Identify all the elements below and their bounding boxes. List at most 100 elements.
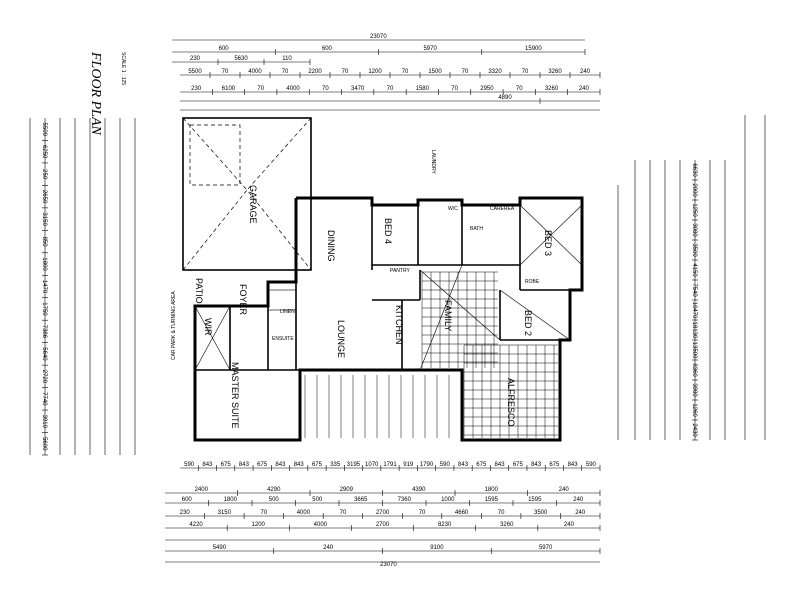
dim-label: 1790 — [420, 462, 434, 468]
dim-label: 4150 — [691, 263, 697, 277]
dim-label: 5490 — [213, 545, 227, 551]
room-bath: BATH — [470, 226, 483, 232]
dim-label: 13500 — [691, 342, 697, 359]
dim-label: 230 — [190, 56, 201, 62]
dim-label: 590 — [440, 462, 451, 468]
dim-label: 590 — [184, 462, 195, 468]
room-linen: LINEN — [280, 309, 295, 315]
dim-label: 4890 — [498, 95, 512, 101]
dim-label: 9100 — [430, 545, 444, 551]
dim-label: 70 — [419, 510, 426, 516]
dim-label: 843 — [495, 462, 506, 468]
dim-label: 843 — [239, 462, 250, 468]
dim-label: 70 — [261, 510, 268, 516]
dim-label: 5970 — [423, 46, 437, 52]
dim-label: 843 — [202, 462, 213, 468]
dim-label: 2950 — [480, 86, 494, 92]
dim-label: 3320 — [488, 69, 502, 75]
dim-label: 4000 — [314, 522, 328, 528]
dim-label: 5600 — [41, 437, 47, 451]
dim-label: 4660 — [455, 510, 469, 516]
dim-label: 1260 — [691, 403, 697, 417]
dim-label: 6100 — [222, 86, 236, 92]
plan-title: FLOOR PLAN — [88, 51, 103, 136]
dim-label: 3500 — [691, 243, 697, 257]
dim-label: 18130 — [691, 322, 697, 339]
dim-label: 2700 — [376, 522, 390, 528]
dim-label: 15900 — [525, 46, 542, 52]
dim-label: 7540 — [691, 283, 697, 297]
dim-label: 70 — [322, 86, 329, 92]
dim-label: 675 — [312, 462, 323, 468]
dim-label: 240 — [573, 497, 584, 503]
dim-label: 3260 — [500, 522, 514, 528]
room-pantry: PANTRY — [390, 268, 410, 274]
plan-title-block: FLOOR PLAN SCALE 1 : 125 — [88, 51, 126, 136]
building-walls — [182, 117, 584, 442]
dim-label: 6250 — [41, 145, 47, 159]
room-lounge: LOUNGE — [336, 320, 346, 358]
room-wc: W/C — [448, 206, 458, 212]
top-overall-dim: 23070 — [370, 34, 387, 40]
room-wir: WIR — [203, 318, 213, 336]
dim-label: 8360 — [691, 363, 697, 377]
dim-label: 7386 — [41, 325, 47, 339]
dim-label: 843 — [568, 462, 579, 468]
dim-label: 240 — [575, 510, 586, 516]
dim-label: 70 — [522, 69, 529, 75]
dim-label: 500 — [269, 497, 280, 503]
dim-label: 1800 — [41, 257, 47, 271]
dim-label: 240 — [580, 69, 591, 75]
dim-label: 70 — [451, 86, 458, 92]
dim-label: 1595 — [528, 497, 542, 503]
car-park-note: CAR PARK & TURNING AREA — [171, 291, 177, 360]
dim-label: 3260 — [548, 69, 562, 75]
room-bed2: BED 2 — [523, 310, 533, 336]
room-ensuite: ENSUITE — [272, 336, 294, 342]
dim-label: 3260 — [545, 86, 559, 92]
room-bed4: BED 4 — [383, 218, 393, 244]
dim-label: 1200 — [252, 522, 266, 528]
dim-label: 2700 — [376, 510, 390, 516]
dim-label: 600 — [182, 497, 193, 503]
dim-label: 1800 — [224, 497, 238, 503]
dim-label: 3150 — [41, 212, 47, 226]
dim-label: 70 — [516, 86, 523, 92]
room-dining: DINING — [326, 230, 336, 262]
dim-label: 600 — [219, 46, 230, 52]
dim-label: 2909 — [340, 487, 354, 493]
dim-label: 70 — [462, 69, 469, 75]
dim-label: 240 — [564, 522, 575, 528]
dim-label: 5970 — [539, 545, 553, 551]
dim-label: 3150 — [218, 510, 232, 516]
dim-label: 843 — [294, 462, 305, 468]
dim-label: 5640 — [41, 347, 47, 361]
dim-label: 850 — [41, 237, 47, 248]
dim-label: 70 — [342, 69, 349, 75]
dim-label: 2720 — [41, 370, 47, 384]
dim-label: 7360 — [398, 497, 412, 503]
dim-label: 4290 — [267, 487, 281, 493]
dim-label: 1791 — [383, 462, 397, 468]
dim-label: 675 — [513, 462, 524, 468]
dim-label: 70 — [387, 86, 394, 92]
dim-label: 590 — [586, 462, 597, 468]
alfresco-tile-grid — [421, 271, 558, 438]
dim-label: 70 — [498, 510, 505, 516]
dim-label: 70 — [282, 69, 289, 75]
dim-label: 7740 — [41, 392, 47, 406]
dim-label: 1580 — [416, 86, 430, 92]
dim-label: 3665 — [354, 497, 368, 503]
dim-label: 4220 — [189, 522, 203, 528]
dim-label: 240 — [579, 86, 590, 92]
dim-label: 4000 — [248, 69, 262, 75]
dim-label: 2430 — [691, 423, 697, 437]
plan-scale: SCALE 1 : 125 — [120, 52, 126, 85]
room-master: MASTER SUITE — [230, 362, 240, 429]
dim-label: 4390 — [412, 487, 426, 493]
room-family: FAMILY — [443, 300, 453, 331]
dim-label: 3980 — [691, 383, 697, 397]
dim-label: 4000 — [286, 86, 300, 92]
